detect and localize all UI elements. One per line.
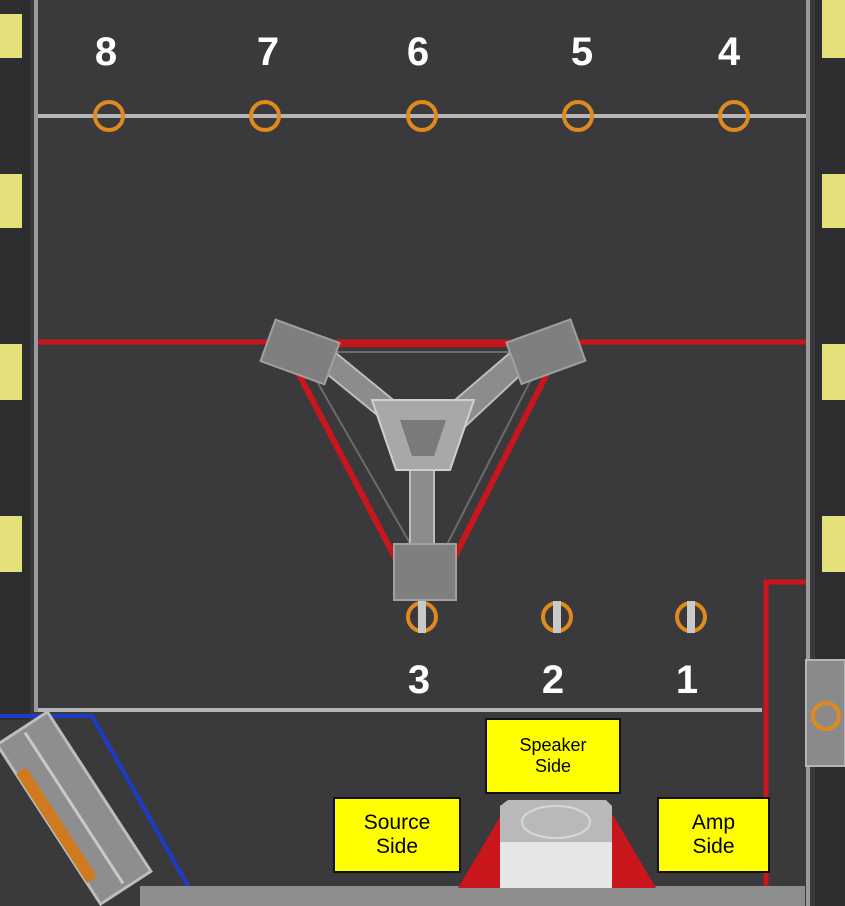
note-2: [541, 601, 573, 633]
note-number-3: 3: [407, 658, 431, 702]
note-ring: [718, 100, 750, 132]
speaker-side-label: Speaker Side: [485, 718, 621, 794]
note-number-7: 7: [256, 30, 280, 74]
amp-side-label: Amp Side: [657, 797, 770, 873]
source-chute: [0, 709, 153, 906]
alliance-wall: [140, 886, 805, 906]
note-number-6: 6: [406, 30, 430, 74]
right-panels: [822, 0, 845, 572]
speaker-structure: [458, 800, 656, 888]
note-ring: [93, 100, 125, 132]
note-number-5: 5: [570, 30, 594, 74]
note-ring: [562, 100, 594, 132]
source-side-label: Source Side: [333, 797, 461, 873]
source-label-line1: Source: [363, 811, 431, 834]
note-number-8: 8: [94, 30, 118, 74]
note-row-top: [93, 100, 750, 132]
note-3: [406, 601, 438, 633]
speaker-label-line2: Side: [534, 756, 571, 776]
note-ring: [406, 100, 438, 132]
amp-label-line2: Side: [692, 835, 735, 858]
note-row-bottom: [406, 601, 707, 633]
left-panels: [0, 14, 22, 572]
stage-structure: [259, 318, 587, 601]
source-zone-line: [0, 714, 190, 887]
source-label-line2: Side: [375, 835, 418, 858]
note-number-4: 4: [717, 30, 741, 74]
note-1: [675, 601, 707, 633]
speaker-label-line1: Speaker: [519, 735, 587, 755]
amp-note-icon: [811, 701, 841, 731]
note-number-1: 1: [675, 658, 699, 702]
amp-label-line1: Amp: [691, 811, 736, 834]
right-wall: [815, 0, 845, 906]
note-number-2: 2: [541, 658, 565, 702]
note-ring: [249, 100, 281, 132]
